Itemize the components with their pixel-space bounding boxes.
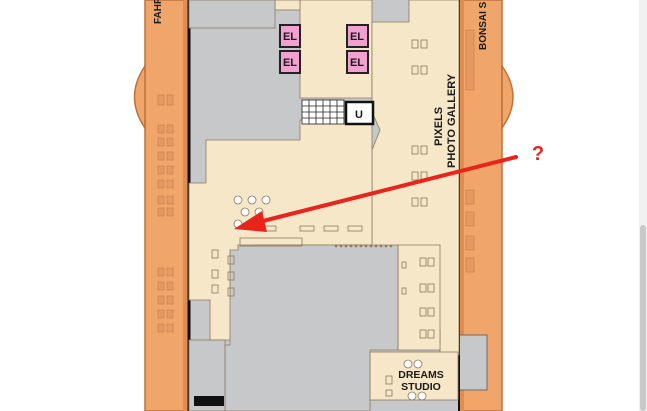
gallery-label-line2: PHOTO GALLERY <box>446 73 458 168</box>
studio-label-line1: DREAMS <box>398 369 444 381</box>
scrollbar-thumb[interactable] <box>640 225 646 411</box>
stairs-label: U <box>355 109 363 121</box>
elevator-label-4: EL <box>350 57 364 69</box>
elevator-label-2: EL <box>283 57 297 69</box>
stairs-box <box>344 100 375 126</box>
scrollbar-track[interactable] <box>639 0 647 411</box>
gallery-label-line1: PIXELS <box>433 107 445 146</box>
elevator-label-3: EL <box>350 31 364 43</box>
stairs <box>301 99 345 125</box>
left-walkway <box>133 0 190 411</box>
elevator-label-1: EL <box>283 31 297 43</box>
elevator-group <box>279 24 369 74</box>
left-street-label: FAHR <box>153 0 164 24</box>
question-mark-icon: ? <box>532 143 544 165</box>
right-street-label: BONSAI S <box>478 1 489 50</box>
red-arrow-icon <box>234 155 518 232</box>
studio-label-line2: STUDIO <box>401 381 441 393</box>
